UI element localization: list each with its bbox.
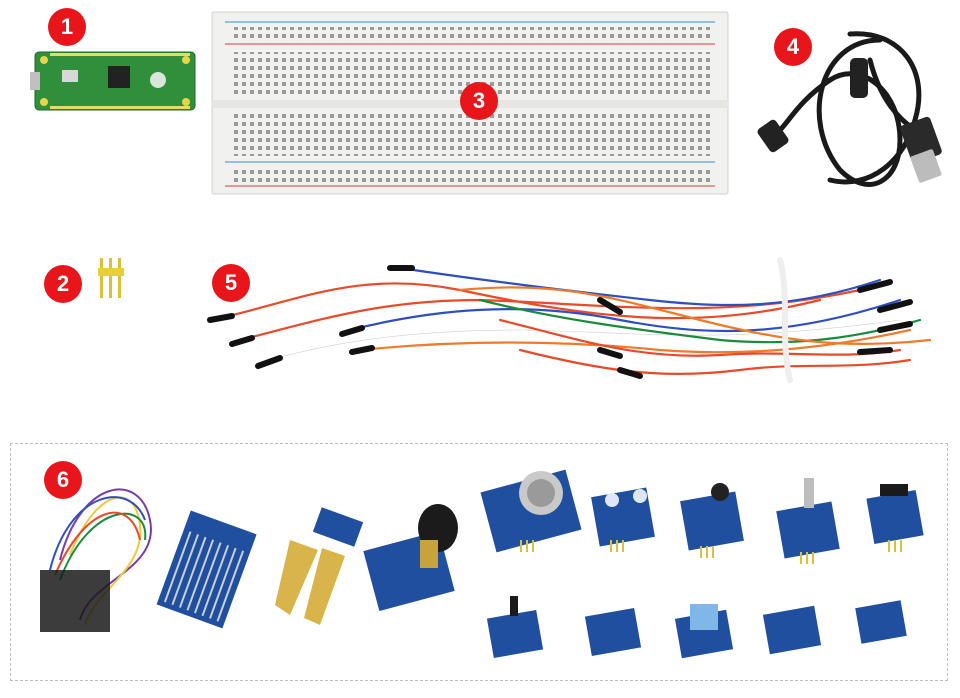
jumper-wires: [207, 257, 932, 383]
micro-usb-cable: [757, 31, 942, 187]
badge-6: 6: [44, 461, 82, 499]
pin-header: [98, 258, 124, 298]
badge-3: 3: [460, 82, 498, 120]
badge-2: 2: [44, 265, 82, 303]
badge-4: 4: [774, 28, 812, 66]
badge-1: 1: [48, 8, 86, 46]
badge-5: 5: [212, 264, 250, 302]
sensor-group-frame: [10, 443, 948, 681]
raspberry-pi-pico-board: [30, 51, 196, 111]
sensor-modules: [40, 469, 924, 659]
